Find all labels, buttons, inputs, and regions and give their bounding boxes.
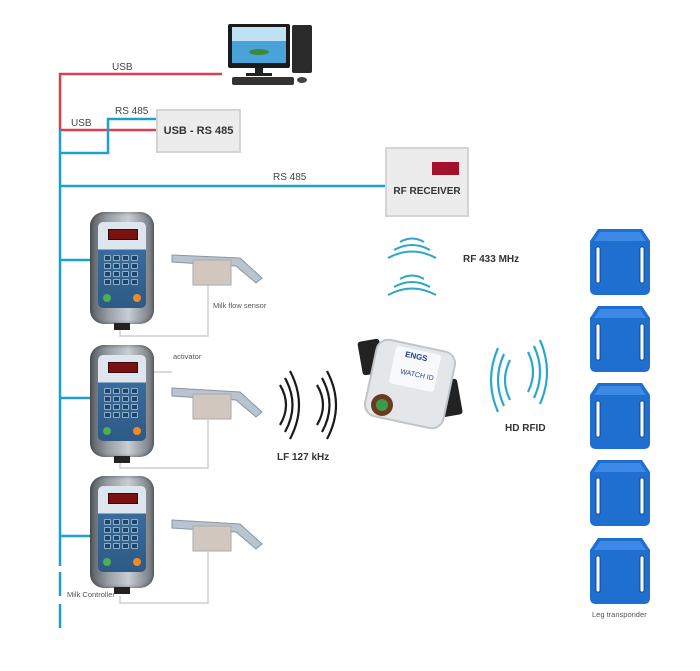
leg-transponders <box>590 229 650 604</box>
milk-flow-sensor-3 <box>171 519 263 552</box>
rs485-line-converter <box>60 117 156 155</box>
milk-controller-3 <box>90 476 154 594</box>
milk-controller-1 <box>90 212 154 330</box>
hd-wave-arc <box>538 339 549 405</box>
lf-wave-arc <box>284 377 294 433</box>
lf-wave-arc <box>289 370 300 440</box>
milk-flow-sensor-1 <box>171 254 263 286</box>
hd-rfid-label: HD RFID <box>505 423 546 434</box>
hd-wave-arc <box>496 353 505 407</box>
rf-wave-arc <box>399 237 425 243</box>
rf-receiver-box: RF RECEIVER <box>385 147 469 217</box>
rf-wave-arc <box>393 281 431 288</box>
lf-127-label: LF 127 kHz <box>277 452 330 463</box>
leg-transponder-icon <box>590 538 650 604</box>
leg-transponder-icon <box>590 306 650 372</box>
rs485-label-upper: RS 485 <box>115 106 149 117</box>
lf-wave-arc <box>316 384 325 426</box>
rf-wave-arc <box>387 250 437 259</box>
usb-rs485-converter-box: USB - RS 485 <box>156 109 241 153</box>
rf-wave-arc <box>399 274 425 280</box>
receiver-label: RF RECEIVER <box>393 185 461 197</box>
milk-controller-label: Milk Controller <box>67 590 115 599</box>
rs485-label-main: RS 485 <box>273 172 307 183</box>
leg-transponder-icon <box>590 460 650 526</box>
usb-line-pc <box>58 72 222 130</box>
activator-label: activator <box>173 352 202 361</box>
hd-wave-arc <box>503 359 511 401</box>
milk-flow-sensor-2 <box>171 387 263 420</box>
lf-wave-arc <box>326 370 337 440</box>
leg-transponder-label: Leg transponder <box>592 610 647 619</box>
milk-controller-2 <box>90 345 154 463</box>
leg-transponder-icon <box>590 383 650 449</box>
leg-transponder-icon <box>590 229 650 295</box>
rf-wave-arc <box>387 287 437 296</box>
milk-flow-sensor-label: Milk flow sensor <box>213 301 267 310</box>
lf-waves <box>279 370 337 440</box>
rf-waves <box>387 237 437 296</box>
converter-label: USB - RS 485 <box>163 125 234 137</box>
receiver-led <box>432 162 459 175</box>
lf-wave-arc <box>279 384 288 426</box>
computer-icon <box>228 24 312 85</box>
rf-433-label: RF 433 MHz <box>463 254 520 265</box>
hd-wave-arc <box>527 351 535 393</box>
hd-wave-arc <box>489 347 500 413</box>
watch-id-device <box>357 338 463 430</box>
rs485-lines <box>58 117 385 628</box>
sensor-cable-2 <box>119 420 209 469</box>
sensor-cable-3 <box>119 552 209 604</box>
hd-waves <box>489 339 549 413</box>
usb-label-lower: USB <box>71 118 92 129</box>
lf-wave-arc <box>321 377 331 433</box>
rf-wave-arc <box>393 244 431 251</box>
usb-label-top: USB <box>112 62 133 73</box>
hd-wave-arc <box>533 345 542 399</box>
